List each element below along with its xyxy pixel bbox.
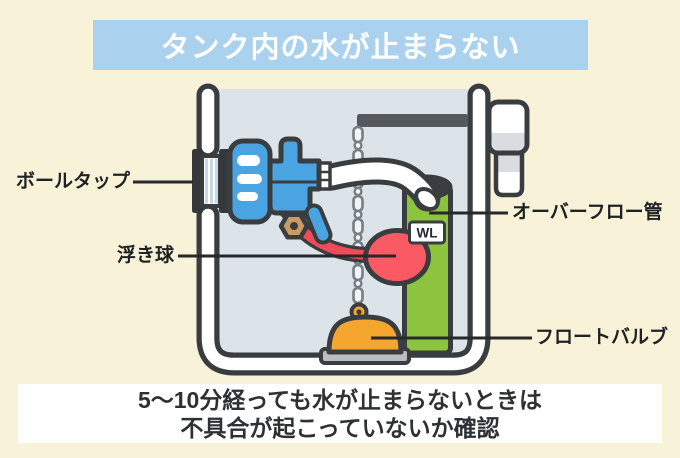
chain	[350, 126, 366, 312]
footer-line-2: 不具合が起こっていないか確認	[180, 414, 500, 441]
flush-lever-bar	[357, 114, 468, 127]
water-level-text: WL	[417, 226, 438, 241]
handle-stem-shade	[497, 153, 521, 172]
hose-end	[414, 187, 440, 211]
label-ball-tap: ボールタップ	[15, 171, 130, 192]
handle-knob-shade	[491, 133, 525, 151]
valve-dome	[326, 314, 404, 355]
page-title: タンク内の水が止まらない	[160, 32, 521, 64]
inlet-pipe	[192, 149, 230, 213]
flush-handle	[486, 99, 530, 198]
title-banner: タンク内の水が止まらない	[93, 20, 588, 70]
water-level-badge: WL	[408, 220, 446, 245]
footer-note: 5〜10分経っても水が止まらないときは 不具合が起こっていないか確認	[18, 384, 662, 443]
refill-hose	[318, 157, 441, 212]
label-float-valve: フロートバルブ	[535, 327, 669, 348]
inlet-flange-right	[219, 149, 230, 213]
tap-coupling-nut	[227, 138, 273, 225]
footer-line-1: 5〜10分経っても水が止まらないときは	[137, 386, 543, 413]
tap-pivot	[304, 203, 333, 245]
label-overflow-pipe: オーバーフロー管	[512, 202, 663, 223]
label-float-ball: 浮き球	[116, 245, 174, 266]
leader-lines	[133, 180, 532, 340]
hex-nut	[278, 212, 310, 240]
tap-body	[259, 136, 322, 216]
